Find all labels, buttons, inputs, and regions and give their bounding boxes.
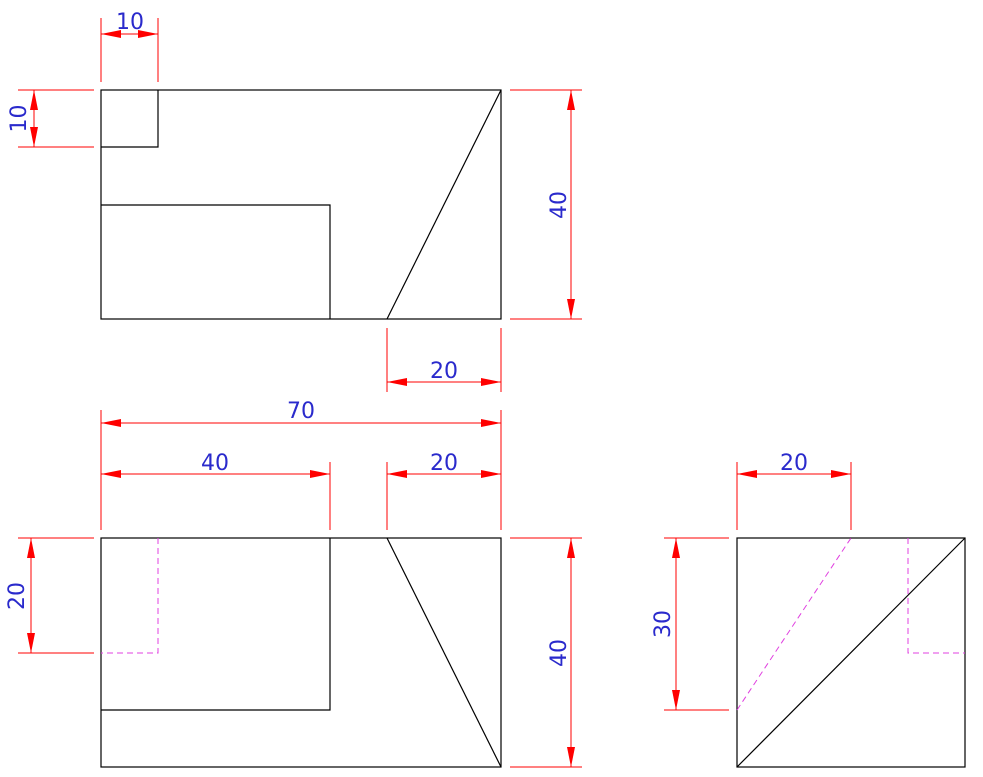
front-view (100, 537, 502, 768)
dim-front-slope-run: 20 (386, 451, 501, 530)
front-view-hidden-notch (101, 538, 159, 654)
front-view-slope (386, 537, 502, 768)
dim-front-height-label: 40 (547, 639, 572, 667)
dim-side-height: 30 (651, 537, 729, 711)
dim-top-slope-run: 20 (386, 328, 502, 392)
dim-top-height: 40 (510, 89, 582, 320)
dim-front-slope-run-label: 20 (430, 451, 458, 476)
top-view-pocket (101, 204, 331, 319)
front-view-pocket (101, 538, 331, 711)
dim-side-height-label: 30 (651, 610, 676, 638)
dim-front-hidden-depth: 20 (5, 537, 94, 654)
top-view-notch (101, 90, 159, 148)
dim-front-height: 40 (510, 537, 582, 768)
side-view-hidden-slope (736, 537, 852, 711)
dim-top-slope-run-label: 20 (430, 359, 458, 384)
dim-front-hidden-depth-label: 20 (5, 582, 30, 610)
dim-top-notch-width-label: 10 (116, 10, 144, 35)
dim-front-total-length-label: 70 (287, 399, 315, 424)
dim-top-notch-width: 10 (100, 10, 159, 82)
dim-side-width-label: 20 (780, 451, 808, 476)
dim-side-width: 20 (736, 451, 852, 530)
side-view-diagonal (736, 537, 966, 768)
top-view-slope (386, 89, 502, 320)
front-view-outline (100, 537, 502, 768)
dim-front-total-length: 70 (100, 399, 502, 530)
dim-top-notch-height: 10 (7, 89, 94, 148)
dim-top-height-label: 40 (547, 191, 572, 219)
dim-front-pocket-length: 40 (101, 451, 331, 530)
side-view-hidden-notch (907, 538, 965, 654)
top-view (100, 89, 502, 320)
side-view (736, 537, 966, 768)
dim-front-pocket-length-label: 40 (201, 451, 229, 476)
dim-top-notch-height-label: 10 (7, 105, 32, 133)
